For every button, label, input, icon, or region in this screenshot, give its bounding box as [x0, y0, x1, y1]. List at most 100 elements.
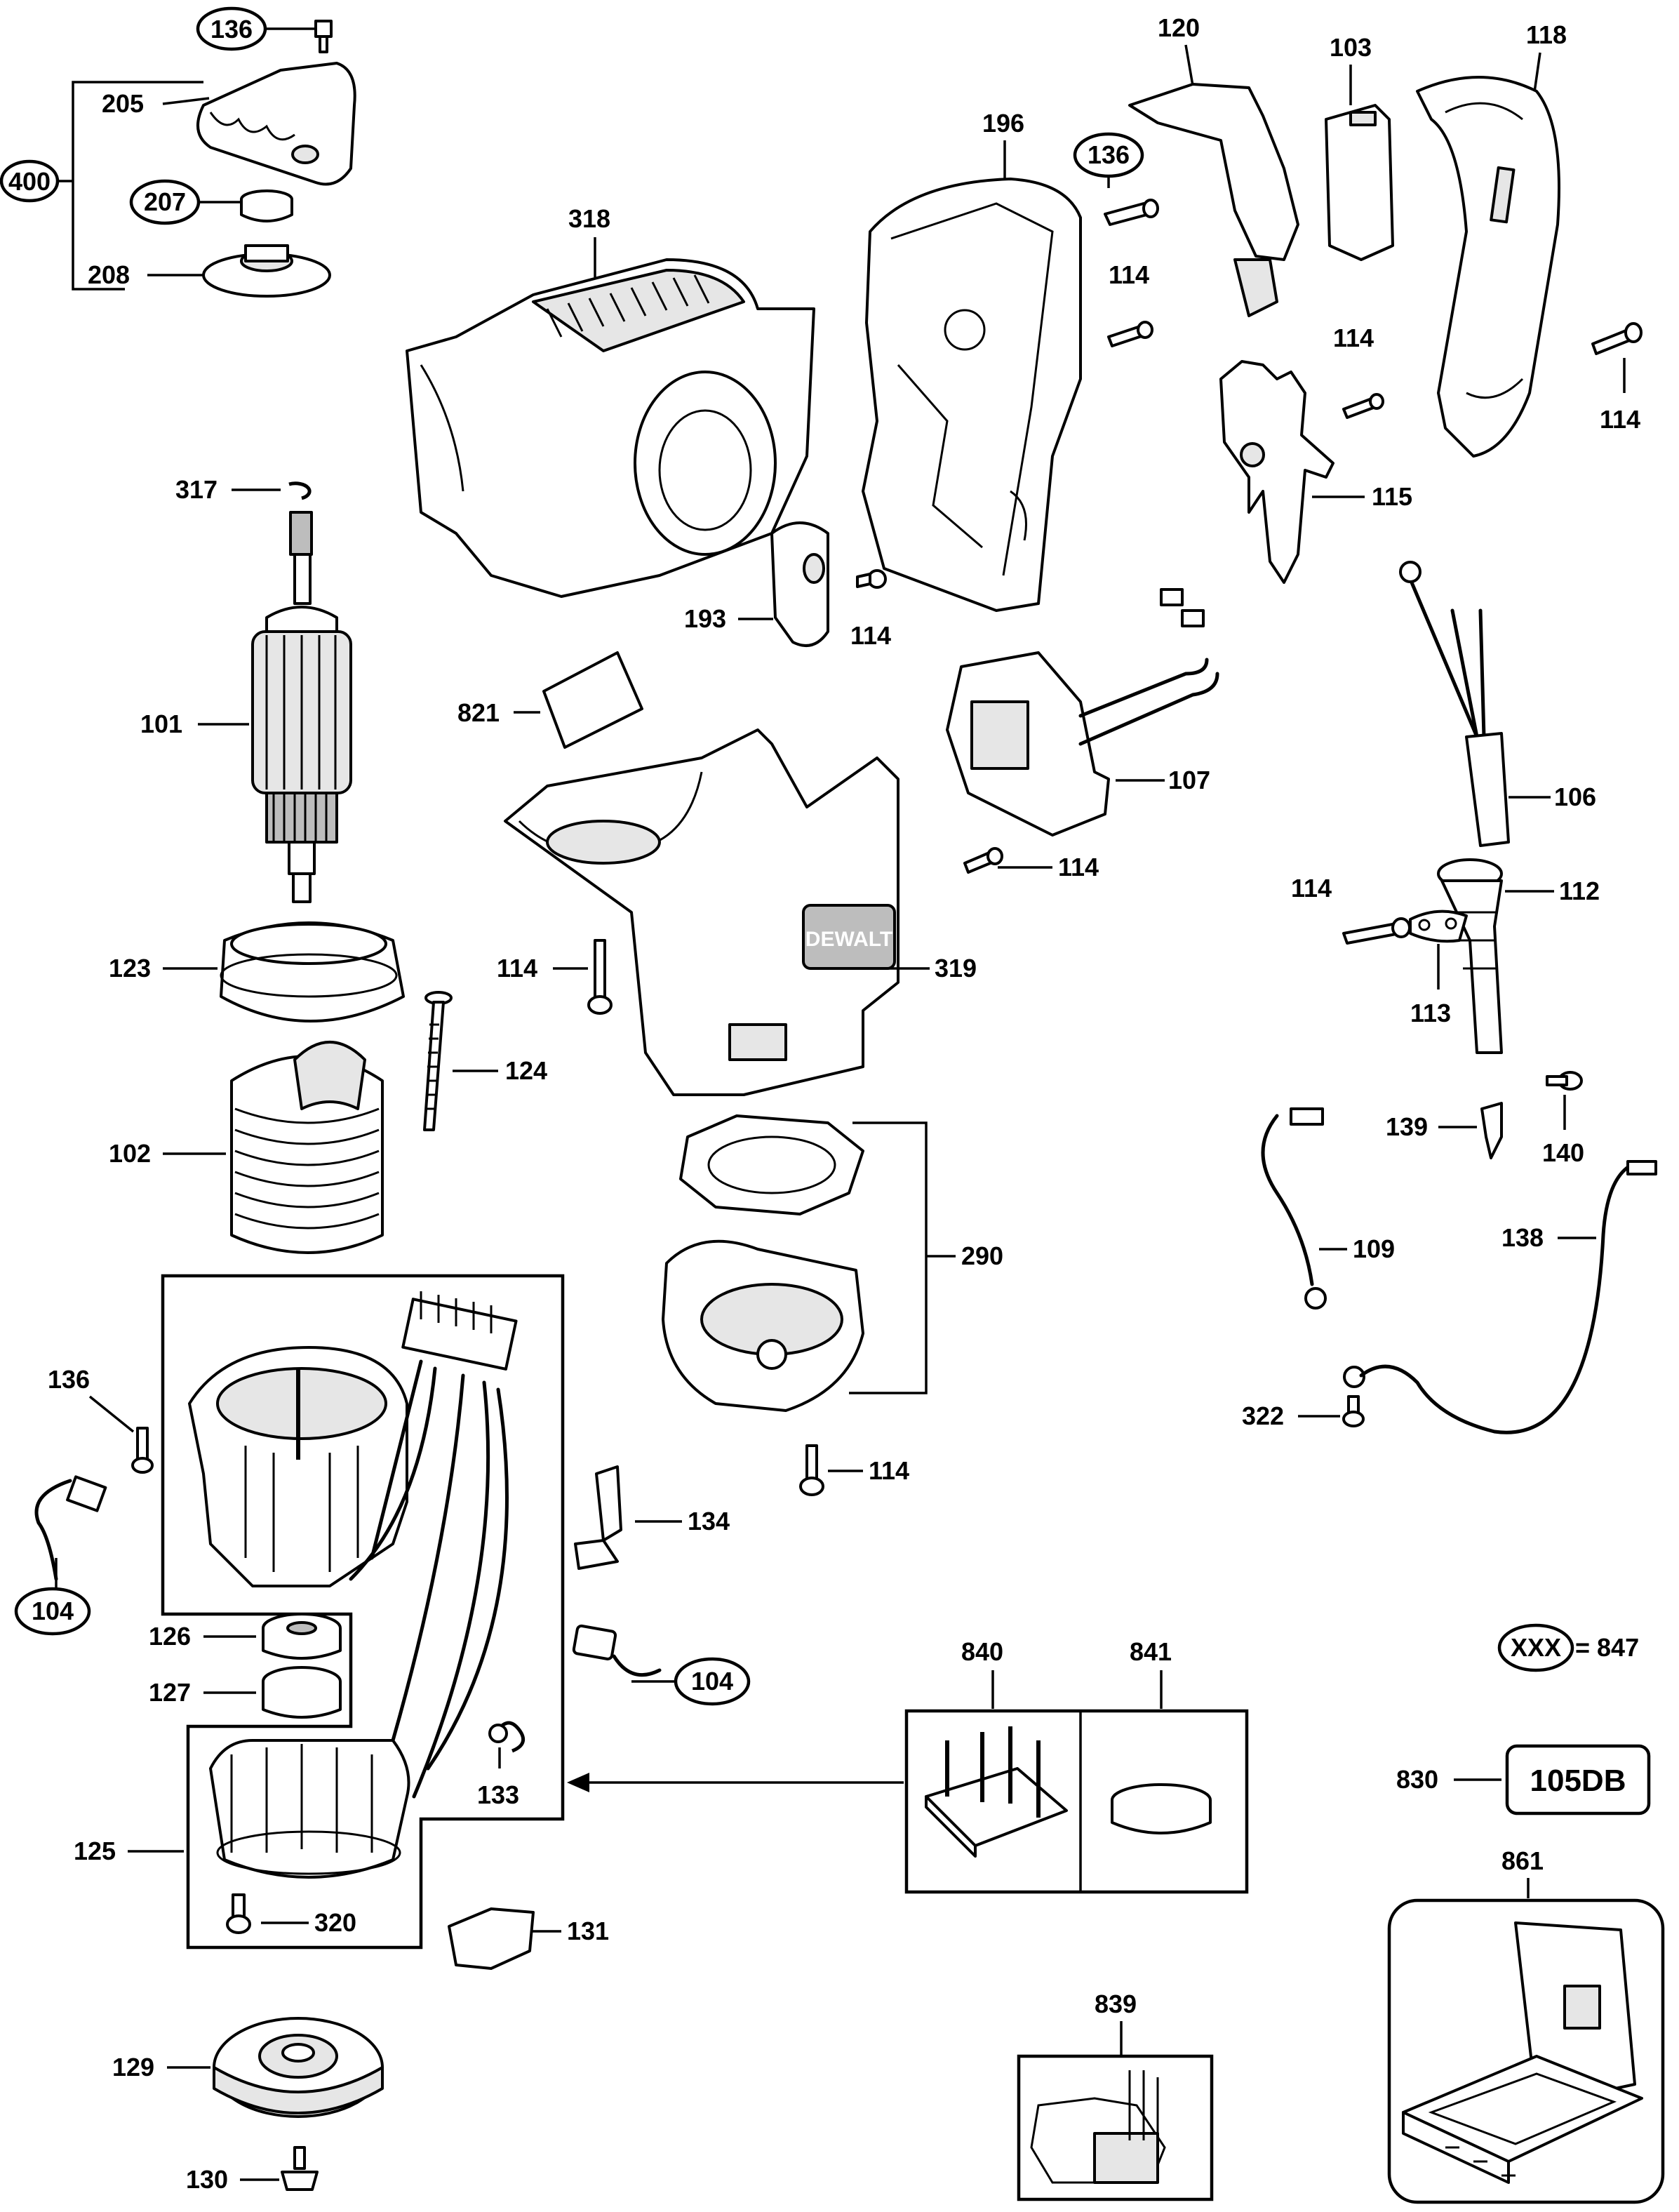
part-120-trigger: 120 [1128, 13, 1299, 317]
svg-text:136: 136 [210, 15, 253, 44]
arrow-to-kit [567, 1773, 904, 1792]
part-106-power-cord: 106 [1399, 561, 1596, 847]
svg-text:130: 130 [186, 2165, 228, 2194]
part-124-long-screw: 124 [423, 991, 547, 1131]
svg-text:104: 104 [32, 1597, 74, 1625]
part-317-clip: 317 [175, 475, 312, 504]
kit-861-case: 861 [1387, 1846, 1665, 2204]
part-109-ground-lead: 109 [1261, 1107, 1395, 1310]
svg-text:118: 118 [1526, 20, 1567, 49]
bracket-290: 290 [849, 1121, 1003, 1394]
part-139-terminal: 139 [1386, 1102, 1503, 1159]
svg-text:861: 861 [1501, 1846, 1544, 1875]
part-126-bearing: 126 [149, 1613, 342, 1660]
legend-847: XXX = 847 [1497, 1623, 1639, 1672]
svg-text:123: 123 [109, 954, 151, 982]
part-322-screw: 322 [1242, 1395, 1365, 1430]
svg-text:205: 205 [102, 89, 144, 118]
svg-text:196: 196 [982, 109, 1024, 138]
svg-text:= 847: = 847 [1575, 1633, 1639, 1662]
svg-text:114: 114 [1600, 405, 1640, 434]
svg-text:125: 125 [74, 1837, 116, 1865]
bracket-400: 400 [0, 81, 203, 291]
part-104-brush-left: 104 [14, 1475, 107, 1636]
svg-text:124: 124 [505, 1056, 547, 1085]
part-196-handle-housing: 196 [862, 109, 1082, 612]
svg-text:113: 113 [1410, 999, 1451, 1027]
kit-839: 839 [1017, 1990, 1214, 2201]
part-821-label: 821 [457, 651, 643, 749]
part-113-cord-clamp: 113 [1409, 910, 1468, 1027]
svg-text:114: 114 [1058, 853, 1099, 881]
svg-text:114: 114 [1333, 324, 1374, 352]
tag-830: 830 105DB [1396, 1744, 1651, 1815]
part-207-ring: 207 [129, 179, 293, 225]
svg-text:129: 129 [112, 2053, 154, 2081]
svg-text:114: 114 [497, 954, 537, 982]
svg-text:114: 114 [1291, 874, 1332, 902]
part-129-fan: 129 [112, 2017, 384, 2118]
svg-text:112: 112 [1559, 877, 1600, 905]
part-318-motor-housing: 318 [406, 204, 815, 598]
svg-text:104: 104 [691, 1667, 733, 1695]
part-114-screw-d: 114 [850, 569, 891, 650]
svg-text:320: 320 [314, 1908, 356, 1937]
svg-text:DEWALT: DEWALT [805, 928, 892, 951]
part-136-screw-mid: 136 [1073, 132, 1159, 226]
part-136-screw-left: 136 [48, 1365, 154, 1474]
svg-text:319: 319 [935, 954, 977, 982]
part-107-module: 107 [946, 588, 1219, 837]
part-290-bearing-plate [679, 1114, 864, 1215]
svg-text:290: 290 [961, 1241, 1003, 1270]
part-114-screw-h: 114 [799, 1444, 909, 1496]
svg-text:106: 106 [1554, 782, 1596, 811]
part-290-gear-case [662, 1239, 864, 1412]
part-104-brush-right: 104 [572, 1624, 751, 1706]
svg-text:322: 322 [1242, 1401, 1284, 1430]
svg-text:318: 318 [568, 204, 610, 233]
svg-text:136: 136 [1088, 140, 1130, 169]
svg-text:120: 120 [1158, 13, 1200, 42]
svg-text:115: 115 [1372, 482, 1412, 511]
svg-text:133: 133 [477, 1780, 519, 1809]
part-134-terminal: 134 [574, 1465, 730, 1570]
svg-text:103: 103 [1330, 33, 1372, 62]
svg-text:126: 126 [149, 1622, 191, 1651]
part-320-screw: 320 [226, 1893, 356, 1937]
part-114-screw-c: 114 [1591, 322, 1643, 434]
part-193-selector-knob: 193 [684, 521, 829, 647]
part-118-rear-handle: 118 [1416, 20, 1567, 458]
part-138-ground-wire: 138 [1343, 1160, 1657, 1434]
svg-text:131: 131 [567, 1917, 609, 1945]
svg-text:400: 400 [8, 167, 51, 196]
svg-text:114: 114 [1109, 260, 1149, 289]
svg-text:109: 109 [1353, 1234, 1395, 1263]
subassembly-box [161, 1274, 565, 1950]
svg-text:840: 840 [961, 1637, 1003, 1666]
svg-text:841: 841 [1130, 1637, 1172, 1666]
part-101-armature: 101 [140, 511, 352, 903]
svg-text:138: 138 [1501, 1223, 1544, 1252]
svg-text:136: 136 [48, 1365, 90, 1394]
svg-text:101: 101 [140, 709, 182, 738]
part-114-screw-a: 114 [1107, 260, 1153, 347]
svg-text:193: 193 [684, 604, 726, 633]
svg-text:317: 317 [175, 475, 218, 504]
svg-text:821: 821 [457, 698, 500, 727]
svg-text:XXX: XXX [1511, 1633, 1561, 1662]
part-114-screw-e: 114 [963, 847, 1099, 881]
part-123-bearing-housing: 123 [109, 921, 405, 1022]
svg-text:134: 134 [688, 1507, 730, 1535]
part-133-spring: 133 [477, 1721, 526, 1809]
part-125-holder: 125 [74, 1837, 184, 1865]
part-114-screw-f: 114 [1291, 874, 1411, 945]
callout-136-top: 136 [196, 6, 333, 53]
part-112-strain-relief: 112 [1437, 858, 1600, 1054]
part-205-cover: 205 [102, 62, 356, 186]
svg-text:208: 208 [88, 260, 130, 289]
svg-text:127: 127 [149, 1678, 191, 1707]
svg-text:839: 839 [1095, 1990, 1137, 2018]
part-114-screw-b: 114 [1333, 324, 1384, 419]
svg-text:207: 207 [144, 187, 186, 216]
